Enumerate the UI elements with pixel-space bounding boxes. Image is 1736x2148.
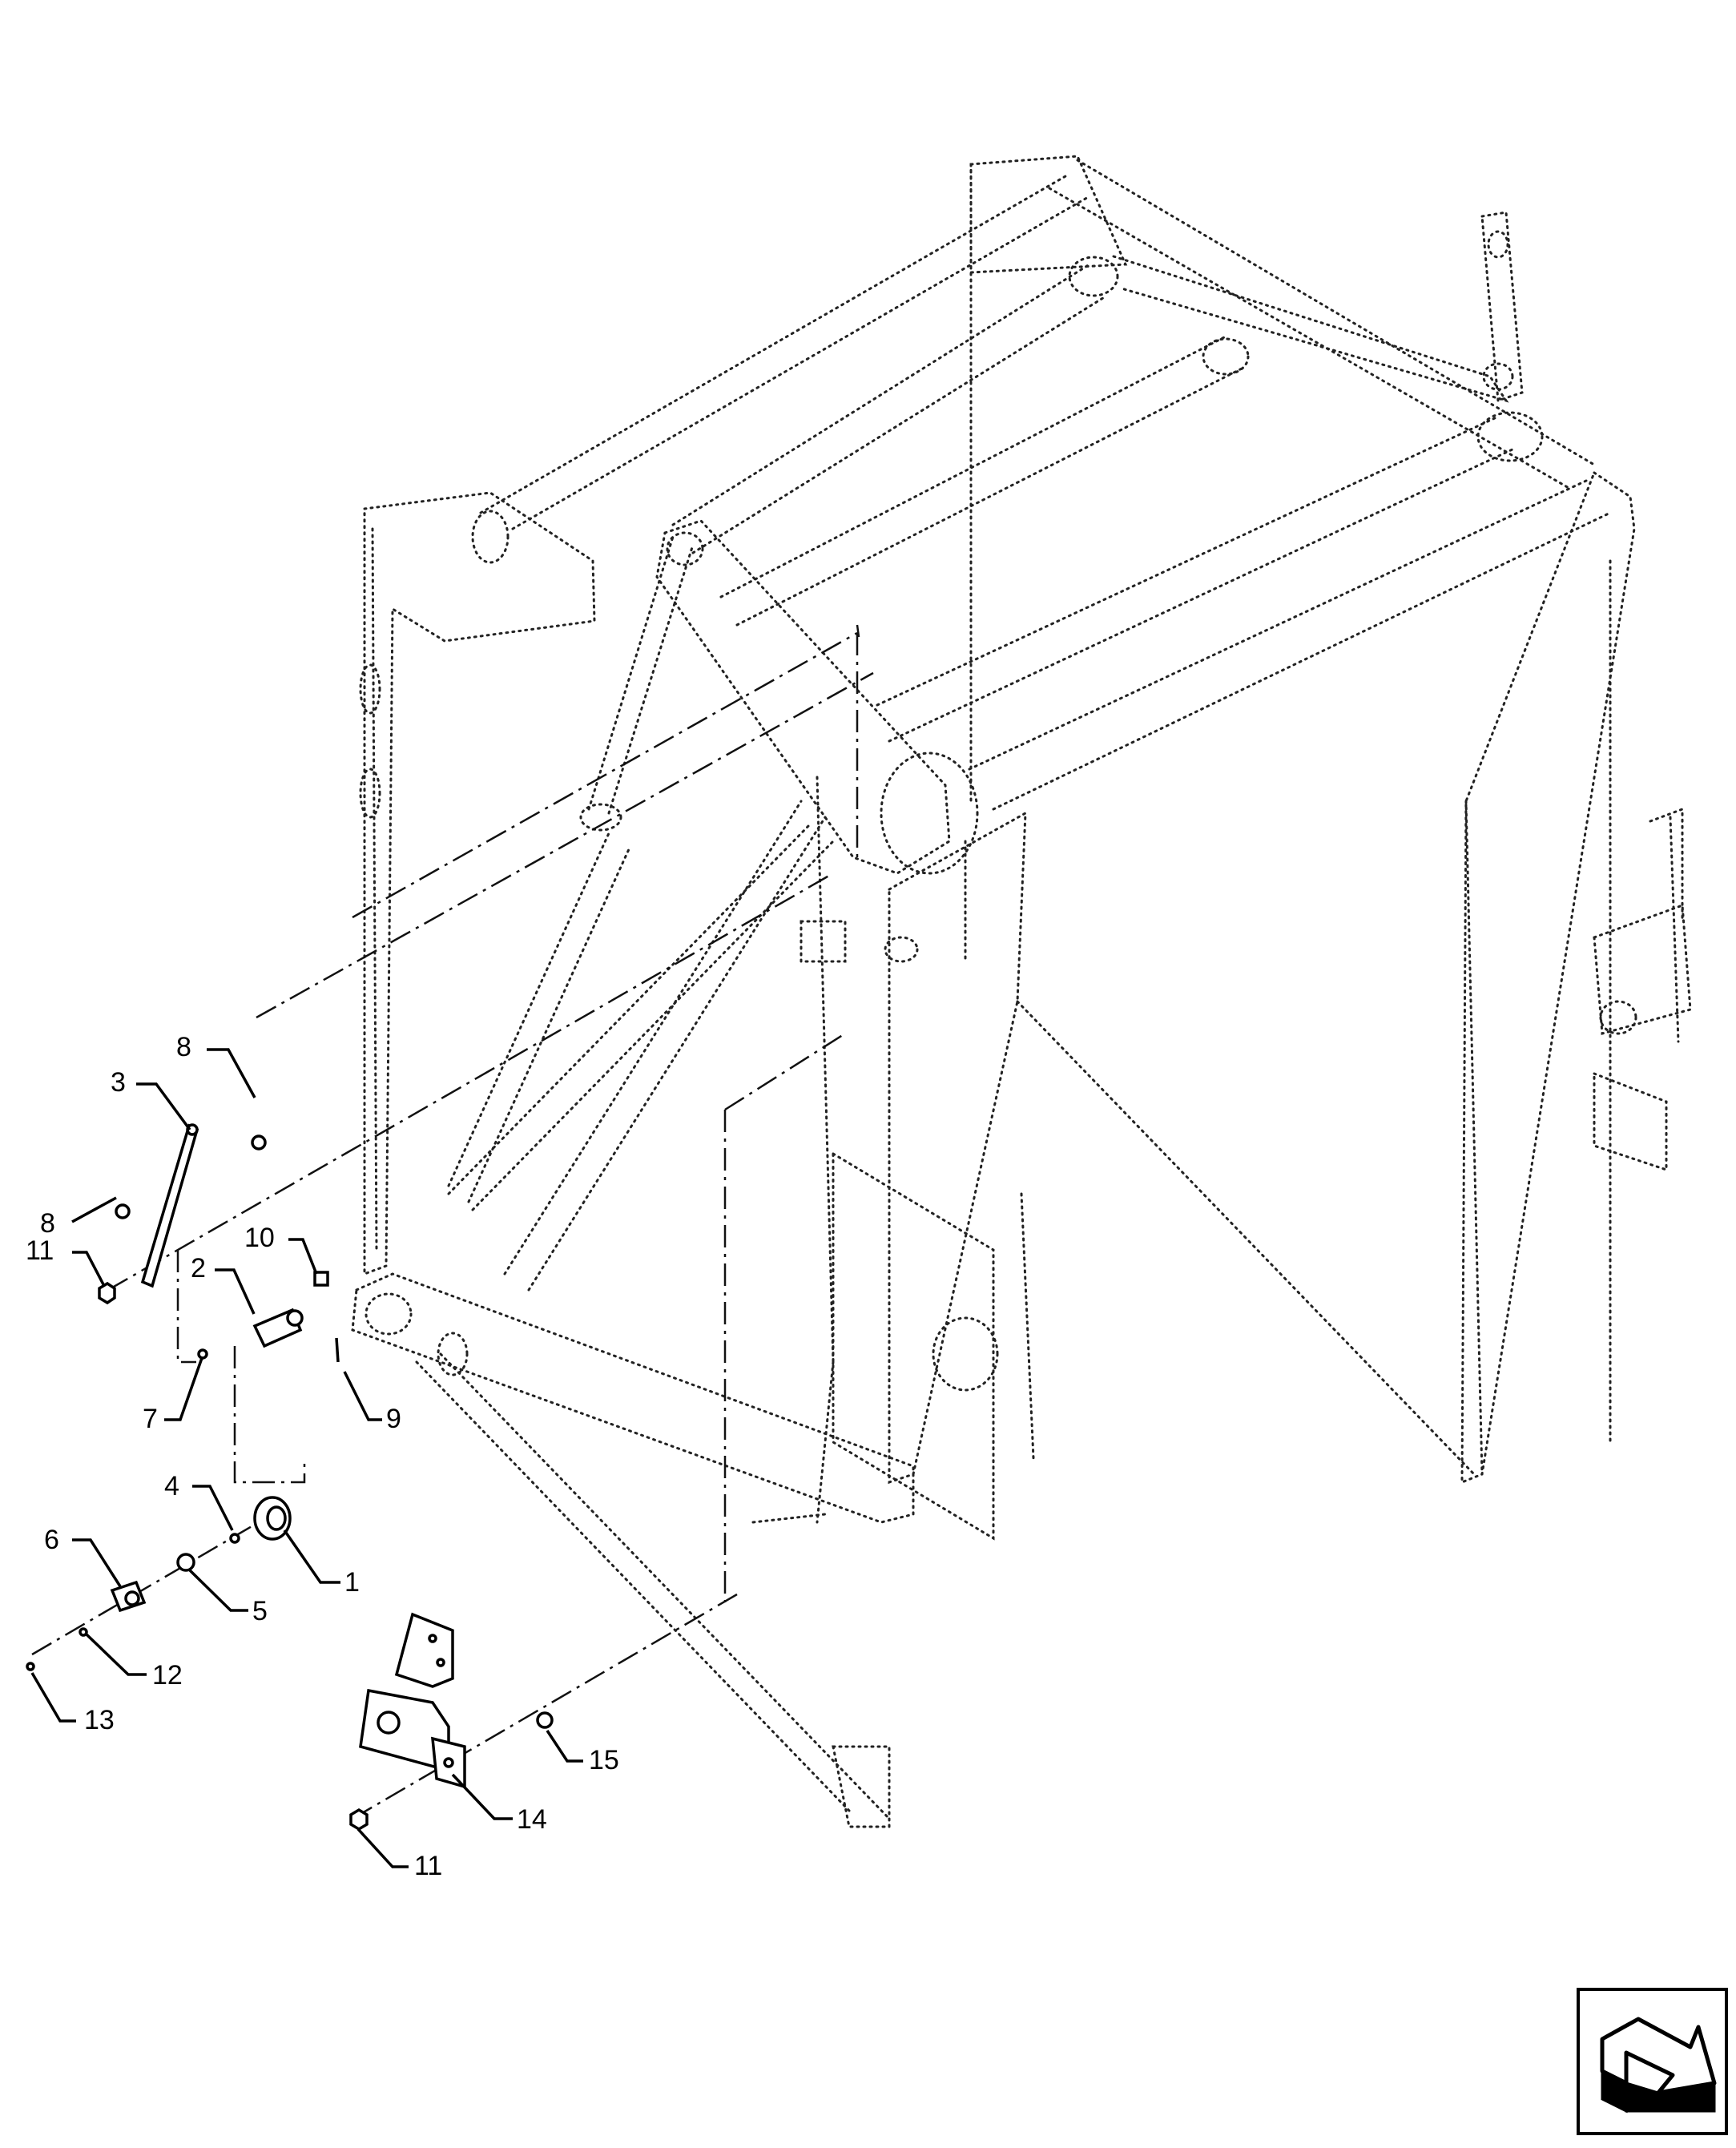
part-11-nut-upper: [98, 1281, 116, 1305]
callout-5: 5: [252, 1596, 268, 1626]
part-13-bolt: [26, 1662, 35, 1671]
part-8-washer-lower: [115, 1203, 131, 1219]
assembly-center-lines: [31, 624, 874, 1820]
callout-15: 15: [589, 1745, 619, 1775]
callout-14: 14: [517, 1804, 547, 1835]
callout-6: 6: [44, 1525, 59, 1555]
part-12-washer: [79, 1627, 88, 1637]
part-2-lever: [252, 1308, 304, 1348]
callout-1: 1: [344, 1567, 360, 1598]
part-9-spring-pin: [335, 1337, 340, 1363]
callout-7: 7: [143, 1404, 158, 1434]
part-3-link: [140, 1123, 199, 1288]
part-1-roller: [253, 1496, 292, 1541]
part-4-small-pin: [229, 1533, 240, 1544]
part-11-nut-lower: [349, 1807, 369, 1832]
callout-13: 13: [84, 1705, 115, 1735]
part-6-bracket: [110, 1580, 147, 1613]
callout-12: 12: [152, 1660, 183, 1691]
callout-8-upper: 8: [176, 1032, 191, 1062]
callout-labels: 8 3 8 11 10 2 7 9 4 6 1 5 12 13 15 14 11: [26, 1032, 619, 1881]
callout-10: 10: [244, 1223, 275, 1253]
baler-frame-outline: [351, 155, 1692, 1828]
callout-3: 3: [111, 1067, 126, 1098]
part-14-bracket: [359, 1612, 466, 1789]
part-15-nut: [536, 1711, 554, 1729]
callout-9: 9: [386, 1404, 401, 1434]
callout-2: 2: [191, 1253, 206, 1284]
part-8-washer-upper: [251, 1134, 267, 1151]
callout-leaders: [30, 1048, 583, 1868]
part-7-pin: [197, 1348, 208, 1360]
part-5-bushing: [176, 1553, 195, 1572]
direction-arrow-icon[interactable]: [1577, 1988, 1728, 2135]
callout-8-lower: 8: [40, 1208, 55, 1239]
callout-11-upper: 11: [26, 1235, 54, 1266]
callout-11-lower: 11: [414, 1851, 442, 1881]
callout-4: 4: [164, 1471, 179, 1501]
part-10-bolt: [313, 1271, 329, 1287]
